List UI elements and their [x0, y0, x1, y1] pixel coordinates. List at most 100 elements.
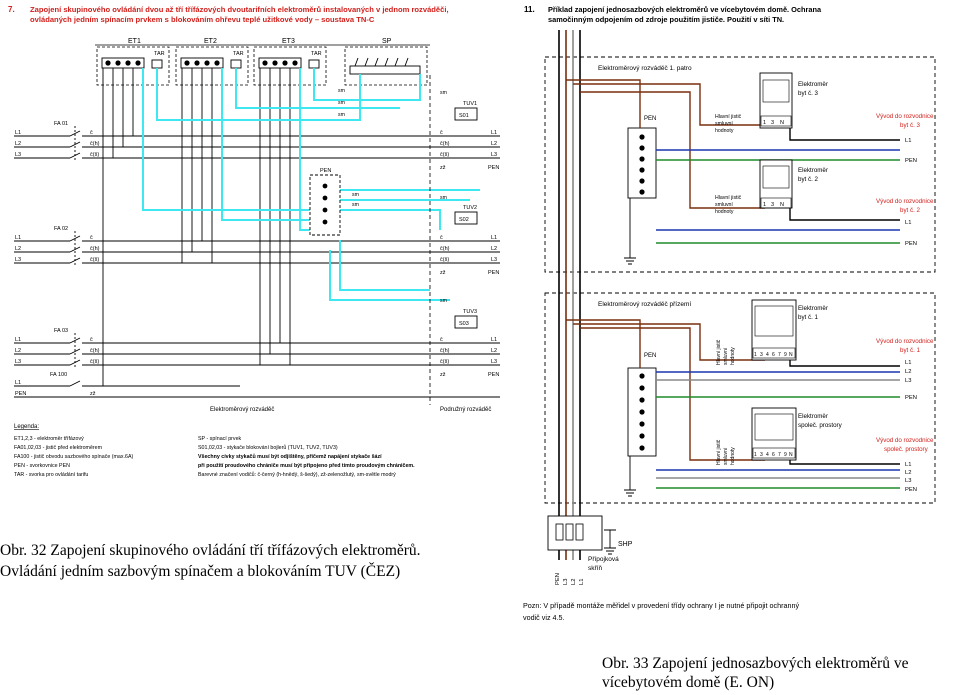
out-flat-1-l1: L1 [905, 360, 911, 366]
meter-label-et2: ET2 [204, 38, 217, 45]
out-l2-b: L2 [491, 246, 497, 252]
contactor-s01: S01 [459, 113, 469, 119]
term-f2-1: 1 [763, 202, 766, 208]
meter-flat-1-label-b: byt č. 1 [798, 314, 819, 321]
out-flat-2-pen: PEN [905, 241, 917, 247]
pen-label-lower: PEN [644, 353, 656, 359]
code-zz-r3: zž [440, 372, 446, 378]
contactor-tuv2: TUV2 [463, 205, 477, 211]
out-pen-c: PEN [488, 372, 499, 378]
out-l2-c: L2 [491, 348, 497, 354]
code-ch-r2: č(h) [440, 246, 450, 252]
term-sp-9: 9 [784, 452, 787, 458]
left-heading-line-1: Zapojení skupinového ovládání dvou až tř… [30, 5, 449, 14]
contactor-tuv1: TUV1 [463, 101, 477, 107]
term-f1-4: 4 [766, 352, 769, 358]
code-c-r1: č [440, 130, 443, 136]
code-zz-pen: zž [90, 391, 96, 397]
main-breaker-sp-c: hodnoty [730, 447, 736, 465]
code-ch-3: č(h) [90, 348, 100, 354]
out-flat-2-l1: L1 [905, 220, 911, 226]
code-c-r2: č [440, 235, 443, 241]
panel-main-label: Elektroměrový rozváděč [210, 407, 274, 413]
code-ch-1: č(h) [90, 141, 100, 147]
legend-right-1: SP - spínací prvek [198, 436, 242, 442]
legend-left-4: PEN - svorkovnice PEN [14, 463, 70, 469]
pen-bar-lower [627, 367, 657, 457]
supply-box-label-a: Přípojková [588, 556, 619, 563]
term-sp-3: 3 [760, 452, 763, 458]
contactor-group [454, 107, 478, 329]
out-common-l1: L1 [905, 462, 911, 468]
caption-right-line-1: Obr. 33 Zapojení jednosazbových elektrom… [602, 655, 909, 672]
code-c-2: č [90, 235, 93, 241]
supply-wire-l2: L2 [571, 579, 577, 585]
caption-right-line-2: vícebytovém domě (E. ON) [602, 674, 775, 691]
term-f3-n: N [780, 120, 784, 126]
term-f1-1: 1 [754, 352, 757, 358]
meter-label-et1: ET1 [128, 38, 141, 45]
sm-label-5: sm [352, 202, 359, 208]
out-pen-b: PEN [488, 270, 499, 276]
out-pen-a: PEN [488, 165, 499, 171]
contactor-s03: S03 [459, 321, 469, 327]
right-heading-number: 11. [524, 5, 535, 14]
main-breaker-f2-b: smluvní [715, 202, 733, 208]
code-cs-r2: č(š) [440, 257, 449, 263]
legend-right-2: S01,02,03 - stykače blokování bojlerů (T… [198, 444, 338, 451]
breaker-fa02: FA 02 [54, 226, 68, 232]
sm-label-1: sm [338, 88, 345, 94]
panel-sub-label: Podružný rozváděč [440, 407, 491, 413]
shp-label: SHP [618, 541, 633, 548]
sm-label-4: sm [352, 192, 359, 198]
meter-flat-1-label-a: Elektroměr [798, 305, 828, 312]
main-breaker-f3-a: Hlavní jistič [715, 114, 742, 120]
right-note-line-2: vodič viz 4.5. [523, 613, 565, 622]
meter-flat-3-label-b: byt č. 3 [798, 90, 819, 97]
meter-flat-3 [759, 72, 793, 129]
out-flat-2-b: byt č. 2 [900, 207, 921, 214]
main-breaker-f3-b: smluvní [715, 121, 733, 127]
left-heading-number: 7. [8, 5, 15, 14]
term-sp-1: 1 [754, 452, 757, 458]
right-diagram: 11. Příklad zapojení jednosazbových elek… [523, 5, 936, 622]
pen-label-upper: PEN [644, 116, 656, 122]
line-l3-c: L3 [15, 359, 21, 365]
right-note-line-1: Pozn: V případě montáže měřidel v proved… [523, 601, 799, 610]
meter-label-sp: SP [382, 38, 392, 45]
legend-right-3: Všechny cívky stykačů musí být odjištěny… [198, 453, 382, 460]
breaker-fa100: FA 100 [50, 372, 67, 378]
out-l3-c: L3 [491, 359, 497, 365]
left-diagram: 7. Zapojení skupinového ovládání dvou až… [8, 5, 500, 478]
term-f2-3: 3 [771, 202, 774, 208]
main-breaker-f3-c: hodnoty [715, 128, 734, 134]
legend-left-5: TAR - svorka pro ovládání tarifu [14, 472, 88, 478]
out-l3-a: L3 [491, 152, 497, 158]
meter-common-areas [751, 407, 797, 461]
line-l1-a: L1 [15, 130, 21, 136]
caption-left-line-1: Obr. 32 Zapojení skupinového ovládání tř… [0, 542, 421, 559]
code-c-1: č [90, 130, 93, 136]
legend-right-5: Barevné značení vodičů: č-černý (h-hnědý… [198, 471, 396, 478]
meter-flat-3-label-a: Elektroměr [798, 81, 828, 88]
tar-label-3: TAR [311, 51, 322, 57]
panel-ground-floor [544, 292, 936, 504]
code-cs-2: č(š) [90, 257, 99, 263]
sm-label-6: sm [440, 90, 447, 96]
legend-title: Legenda: [14, 424, 39, 430]
out-l1-b: L1 [491, 235, 497, 241]
code-ch-r3: č(h) [440, 348, 450, 354]
code-ch-r1: č(h) [440, 141, 450, 147]
meter-flat-2-label-b: byt č. 2 [798, 176, 819, 183]
term-sp-n: N [789, 452, 793, 458]
line-l1-c: L1 [15, 337, 21, 343]
pen-terminal-label: PEN [320, 168, 331, 174]
breaker-fa01: FA 01 [54, 121, 68, 127]
contactor-s02: S02 [459, 217, 469, 223]
supply-wire-l1: L1 [579, 579, 585, 585]
term-f1-7: 7 [778, 352, 781, 358]
panel-first-floor [544, 56, 936, 273]
code-ch-2: č(h) [90, 246, 100, 252]
code-cs-r3: č(š) [440, 359, 449, 365]
